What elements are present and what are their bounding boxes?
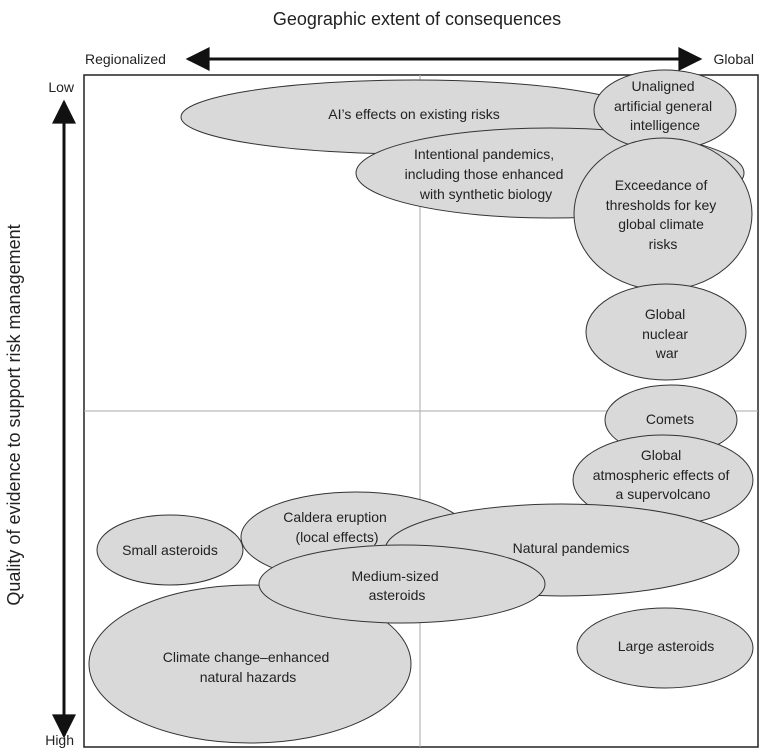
risk-label-caldera: Caldera eruption (local effects) [283,509,390,545]
risk-label-comets: Comets [646,411,694,427]
risk-climate-thresholds: Exceedance of thresholds for key global … [573,137,753,291]
risk-label-supervolcano: Global atmospheric effects of a supervol… [593,447,734,502]
risk-label-climate-hazards: Climate change–enhanced natural hazards [163,649,333,685]
risk-label-medium-asteroids: Medium-sized asteroids [351,568,442,603]
x-axis-right-label: Global [714,51,754,67]
y-axis-top-label: Low [48,79,75,95]
risk-large-asteroids: Large asteroids [576,607,754,689]
risk-medium-asteroids: Medium-sized asteroids [258,544,546,624]
risk-label-intentional-pandemics: Intentional pandemics, including those e… [405,146,568,202]
risk-climate-hazards: Climate change–enhanced natural hazards [88,584,412,744]
risk-label-nuclear-war: Global nuclear war [642,306,692,361]
risk-label-natural-pandemics: Natural pandemics [513,540,630,556]
risk-label-unaligned-agi: Unaligned artificial general intelligenc… [614,78,716,133]
x-axis-left-label: Regionalized [85,51,166,67]
chart-title: Geographic extent of consequences [273,9,561,29]
risk-supervolcano: Global atmospheric effects of a supervol… [572,434,754,526]
y-axis-bottom-label: High [45,732,74,748]
risk-label-climate-thresholds: Exceedance of thresholds for key global … [606,177,720,252]
risk-label-ai-effects: AI’s effects on existing risks [328,106,499,122]
risk-label-large-asteroids: Large asteroids [618,638,715,654]
risk-small-asteroids: Small asteroids [96,514,244,586]
risk-label-small-asteroids: Small asteroids [122,542,218,558]
risk-unaligned-agi: Unaligned artificial general intelligenc… [593,69,737,151]
risk-nuclear-war: Global nuclear war [585,283,747,381]
y-axis-label: Quality of evidence to support risk mana… [4,224,24,605]
